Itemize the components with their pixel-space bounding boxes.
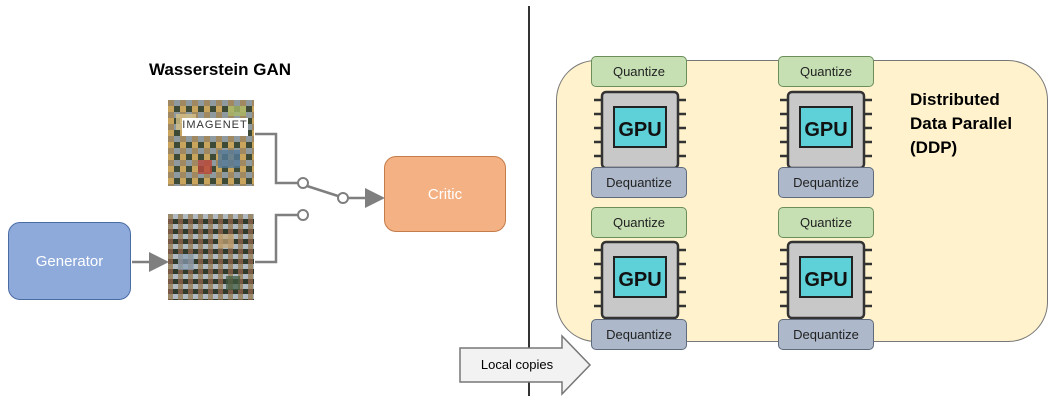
imagenet-logo-text: IMAGENET xyxy=(182,119,248,131)
dequantize-box-2: Dequantize xyxy=(778,167,874,198)
imagenet-mosaic xyxy=(168,100,254,186)
gpu-chip-icon: GPU xyxy=(594,88,686,172)
dequantize-label: Dequantize xyxy=(606,327,672,342)
dequantize-label: Dequantize xyxy=(793,175,859,190)
generated-mosaic xyxy=(168,214,254,300)
dequantize-box-4: Dequantize xyxy=(778,319,874,350)
quantize-label: Quantize xyxy=(612,215,666,230)
quantize-label: Quantize xyxy=(799,64,853,79)
quantize-box-4: Quantize xyxy=(778,207,874,238)
ddp-label: Distributed Data Parallel (DDP) xyxy=(910,88,1012,160)
quantize-label: Quantize xyxy=(612,64,666,79)
gpu-label: GPU xyxy=(804,269,847,291)
critic-box: Critic xyxy=(384,156,506,232)
gpu-chip-icon: GPU xyxy=(780,88,872,172)
switch-lever xyxy=(306,184,339,198)
local-copies-arrow xyxy=(459,334,592,396)
quantize-box-3: Quantize xyxy=(591,207,687,238)
generator-box: Generator xyxy=(8,222,131,300)
dequantize-label: Dequantize xyxy=(606,175,672,190)
wgan-title: Wasserstein GAN xyxy=(148,60,292,79)
dequantize-box-1: Dequantize xyxy=(591,167,687,198)
gpu-chip-icon: GPU xyxy=(780,238,872,322)
section-divider xyxy=(528,6,530,396)
generated-images-line xyxy=(255,213,298,264)
ddp-label-line-1: Distributed xyxy=(910,90,1000,109)
critic-label: Critic xyxy=(427,185,463,203)
wgan-connectors xyxy=(132,132,385,272)
switch-terminal-generated xyxy=(297,209,309,221)
ddp-label-line-2: Data Parallel xyxy=(910,114,1013,133)
dequantize-box-3: Dequantize xyxy=(591,319,687,350)
gpu-label: GPU xyxy=(618,269,661,291)
imagenet-real-images: IMAGENET xyxy=(168,100,254,186)
quantize-label: Quantize xyxy=(799,215,853,230)
real-images-line xyxy=(255,132,298,185)
ddp-label-line-3: (DDP) xyxy=(910,138,958,157)
generator-label: Generator xyxy=(35,252,104,270)
dequantize-label: Dequantize xyxy=(793,327,859,342)
generated-images xyxy=(168,214,254,300)
gpu-label: GPU xyxy=(804,119,847,141)
quantize-box-1: Quantize xyxy=(591,56,687,87)
local-copies-label: Local copies xyxy=(480,357,554,372)
quantize-box-2: Quantize xyxy=(778,56,874,87)
switch-pivot xyxy=(337,192,349,204)
gpu-label: GPU xyxy=(618,119,661,141)
switch-terminal-real xyxy=(297,177,309,189)
gpu-chip-icon: GPU xyxy=(594,238,686,322)
